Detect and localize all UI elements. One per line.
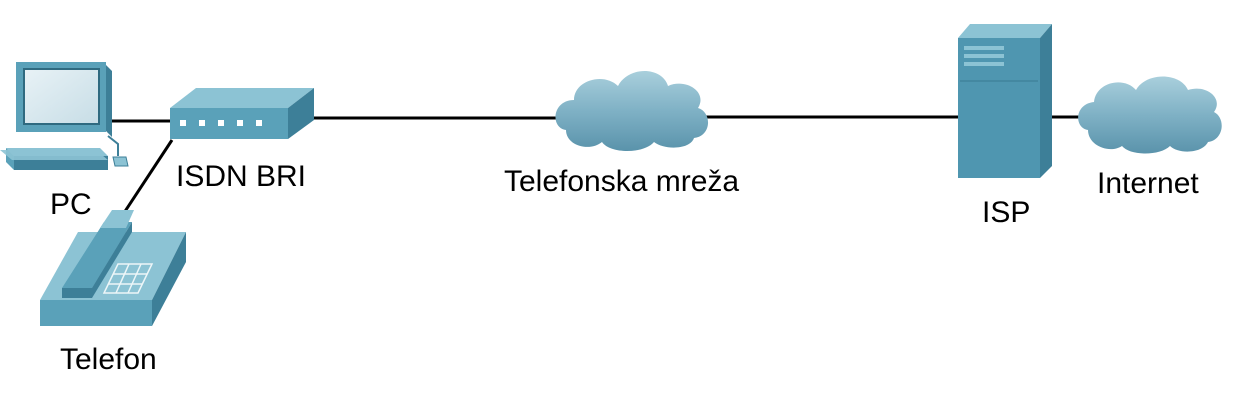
pc-label: PC [50, 188, 92, 221]
isp-label: ISP [982, 196, 1030, 229]
telephone-label: Telefon [60, 343, 157, 376]
link-phone-isdn [116, 139, 174, 223]
isdn-bri-icon [170, 88, 314, 139]
pc-icon [0, 62, 129, 170]
internet-label: Internet [1097, 167, 1199, 200]
isdn-bri-label: ISDN BRI [176, 160, 306, 193]
connections [112, 115, 1085, 223]
telephone-network-cloud-icon [555, 71, 709, 151]
telephone-network-label: Telefonska mreža [504, 165, 739, 198]
telephone-icon [40, 210, 186, 326]
internet-cloud-icon [1078, 76, 1222, 154]
isp-server-icon [958, 24, 1052, 178]
